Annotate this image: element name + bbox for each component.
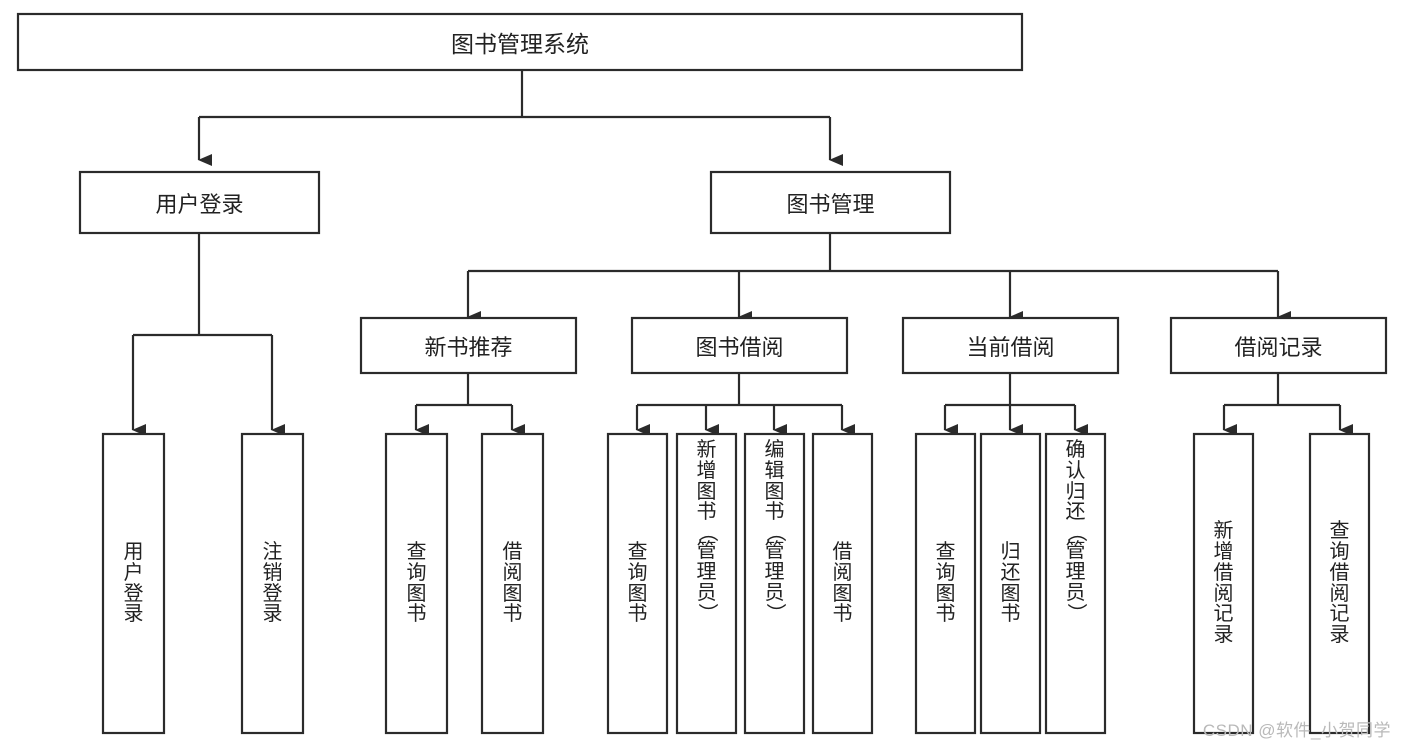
connector-newbook-subtree: [414, 373, 525, 436]
leaf-book-borrow-2[interactable]: [743, 432, 806, 735]
leaf-current-borrow-1[interactable]: [979, 432, 1042, 735]
node-current-borrow[interactable]: [901, 316, 1120, 375]
connector-currentborrow-subtree: [943, 373, 1088, 436]
node-user-login[interactable]: [78, 170, 321, 235]
leaf-book-borrow-1[interactable]: [675, 432, 738, 735]
leaf-current-borrow-2[interactable]: [1044, 432, 1107, 735]
leaf-borrow-record-0[interactable]: [1192, 432, 1255, 735]
leaf-book-borrow-3[interactable]: [811, 432, 874, 735]
connector-bus-to-level2: [197, 117, 843, 166]
connector-root-to-bus: [199, 70, 830, 119]
node-new-book-recommend[interactable]: [359, 316, 578, 375]
leaf-new-book-0[interactable]: [384, 432, 449, 735]
leaf-current-borrow-0[interactable]: [914, 432, 977, 735]
connector-borrowrecords-subtree: [1222, 373, 1353, 436]
node-book-management[interactable]: [709, 170, 952, 235]
node-book-borrow[interactable]: [630, 316, 849, 375]
leaf-book-borrow-0[interactable]: [606, 432, 669, 735]
connector-userlogin-subtree: [131, 233, 285, 436]
leaf-borrow-record-1[interactable]: [1308, 432, 1371, 735]
leaf-new-book-1[interactable]: [480, 432, 545, 735]
node-borrow-records[interactable]: [1169, 316, 1388, 375]
leaf-user-login-0[interactable]: [101, 432, 166, 735]
leaf-user-login-1[interactable]: [240, 432, 305, 735]
connector-bookmgmt-subtree: [466, 233, 1291, 323]
connector-bookborrow-subtree: [635, 373, 855, 436]
node-root[interactable]: [16, 12, 1024, 72]
